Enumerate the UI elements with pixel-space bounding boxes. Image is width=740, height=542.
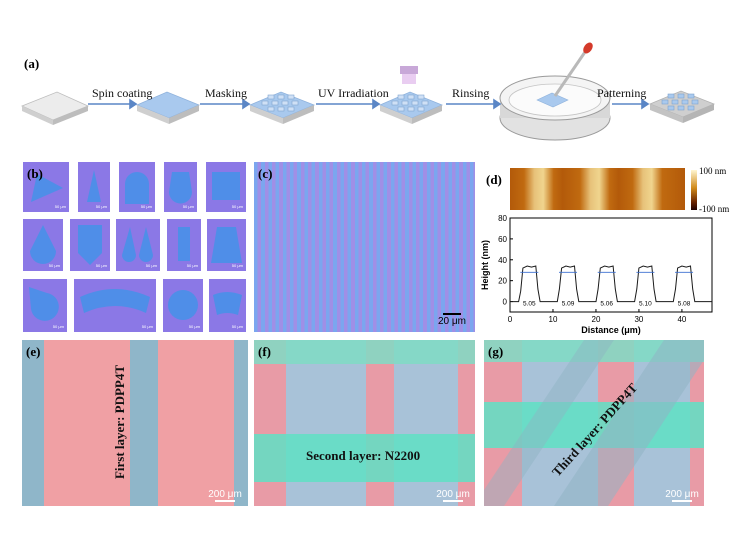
scale-bar-f-label: 200 μm <box>436 489 470 500</box>
y-tick-label: 0 <box>503 298 508 307</box>
shape-grid: 50 μm 50 μm 50 μm 50 μm 50 μm 50 μm 50 μ… <box>23 162 246 332</box>
uv-substrate <box>378 91 444 124</box>
micrograph-g <box>484 340 704 506</box>
scale-bar-e: 200 μm <box>205 489 245 503</box>
patterned-substrate <box>648 90 716 123</box>
tile-arch: 50 μm <box>119 162 155 212</box>
x-tick-label: 40 <box>677 315 686 324</box>
tile-scale-label: 50 μm <box>95 263 107 268</box>
width-annotation: 5.09 <box>562 301 575 308</box>
y-tick-label: 20 <box>498 277 507 286</box>
first-layer-label: First layer: PDPP4T <box>112 364 128 480</box>
tile-scale-label: 50 μm <box>186 263 198 268</box>
tile-fan: 50 μm <box>209 279 246 332</box>
step-masking: Masking <box>205 86 247 100</box>
substrate-slab <box>20 91 90 125</box>
plot-frame <box>509 217 713 313</box>
scale-bar-c: 20 μm <box>436 313 468 327</box>
tile-scale-label: 50 μm <box>54 204 66 209</box>
uv-lamp-icon <box>400 66 418 84</box>
tile-scale-label: 50 μm <box>141 324 153 329</box>
colorbar-max: 100 nm <box>699 166 727 176</box>
tile-scale-label: 50 μm <box>48 263 60 268</box>
afm-colorbar <box>691 170 697 210</box>
x-tick-label: 10 <box>549 315 558 324</box>
afm-height-map <box>510 168 685 210</box>
pipette-icon <box>553 42 593 97</box>
tile-pentagon: 50 μm <box>70 219 110 271</box>
tile-teardrop: 50 μm <box>23 279 67 332</box>
colorbar-min: -100 nm <box>699 204 730 214</box>
tile-square: 50 μm <box>206 162 246 212</box>
tile-trapezoid: 50 μm <box>207 219 246 271</box>
profile-line <box>510 265 712 303</box>
x-tick-label: 30 <box>634 315 643 324</box>
second-layer-label: Second layer: N2200 <box>306 448 421 463</box>
tile-rectangle: 50 μm <box>167 219 201 271</box>
rinsing-dish-icon <box>499 75 611 141</box>
width-annotation: 5.08 <box>678 301 691 308</box>
tile-triangle: 50 μm <box>23 162 69 212</box>
tile-scale-label: 50 μm <box>52 324 64 329</box>
y-tick-label: 60 <box>498 235 507 244</box>
y-axis-label: Height (nm) <box>480 240 490 290</box>
scale-bar-f: 200 μm <box>433 489 473 503</box>
panel-label-e: (e) <box>26 344 41 359</box>
tile-scale-label: 50 μm <box>95 204 107 209</box>
scale-bar-g-label: 200 μm <box>665 489 699 500</box>
scale-bar-g: 200 μm <box>662 489 702 503</box>
panel-label-c: (c) <box>258 166 273 181</box>
tile-scale-label: 50 μm <box>145 263 157 268</box>
tile-circle: 50 μm <box>163 279 203 332</box>
stripe-micrograph <box>254 162 475 332</box>
micrograph-e <box>22 340 248 506</box>
process-diagram <box>20 42 716 141</box>
tile-scale-label: 50 μm <box>182 204 194 209</box>
step-uv-irradiation: UV Irradiation <box>318 86 389 100</box>
tile-scale-label: 50 μm <box>231 263 243 268</box>
tile-scale-label: 50 μm <box>231 324 243 329</box>
width-annotation: 5.06 <box>600 301 613 308</box>
y-tick-label: 40 <box>498 256 507 265</box>
coated-substrate <box>135 91 201 124</box>
step-rinsing: Rinsing <box>452 86 490 100</box>
tile-curved-band: 50 μm <box>74 279 156 332</box>
panel-label-d: (d) <box>486 172 502 187</box>
x-tick-label: 20 <box>592 315 601 324</box>
micrograph-f <box>254 340 475 506</box>
tile-scale-label: 50 μm <box>188 324 200 329</box>
x-tick-label: 0 <box>508 315 513 324</box>
tile-double-drop: 50 μm <box>116 219 160 271</box>
tile-bell: 50 μm <box>164 162 197 212</box>
scale-bar-e-label: 200 μm <box>208 489 242 500</box>
x-axis-label: Distance (μm) <box>581 325 641 335</box>
width-annotation: 5.10 <box>639 301 652 308</box>
panel-label-b: (b) <box>27 166 43 181</box>
tile-cone: 50 μm <box>78 162 110 212</box>
step-spin-coating: Spin coating <box>92 86 153 100</box>
height-profile-chart: 0 10 20 30 40 0 20 40 60 80 5.05 5.09 5.06 5.10 5.08Di… <box>480 214 713 335</box>
y-tick-label: 80 <box>498 214 507 223</box>
scale-bar-c-label: 20 μm <box>438 316 466 327</box>
process-arrows <box>88 98 650 110</box>
panel-label-a: (a) <box>24 56 40 71</box>
panel-label-f: (f) <box>258 344 271 359</box>
step-patterning: Patterning <box>597 86 647 100</box>
tile-scale-label: 50 μm <box>231 204 243 209</box>
width-annotation: 5.05 <box>523 301 536 308</box>
tile-scale-label: 50 μm <box>140 204 152 209</box>
masked-substrate <box>248 91 316 124</box>
tile-drop: 50 μm <box>23 219 63 271</box>
panel-label-g: (g) <box>488 344 504 359</box>
